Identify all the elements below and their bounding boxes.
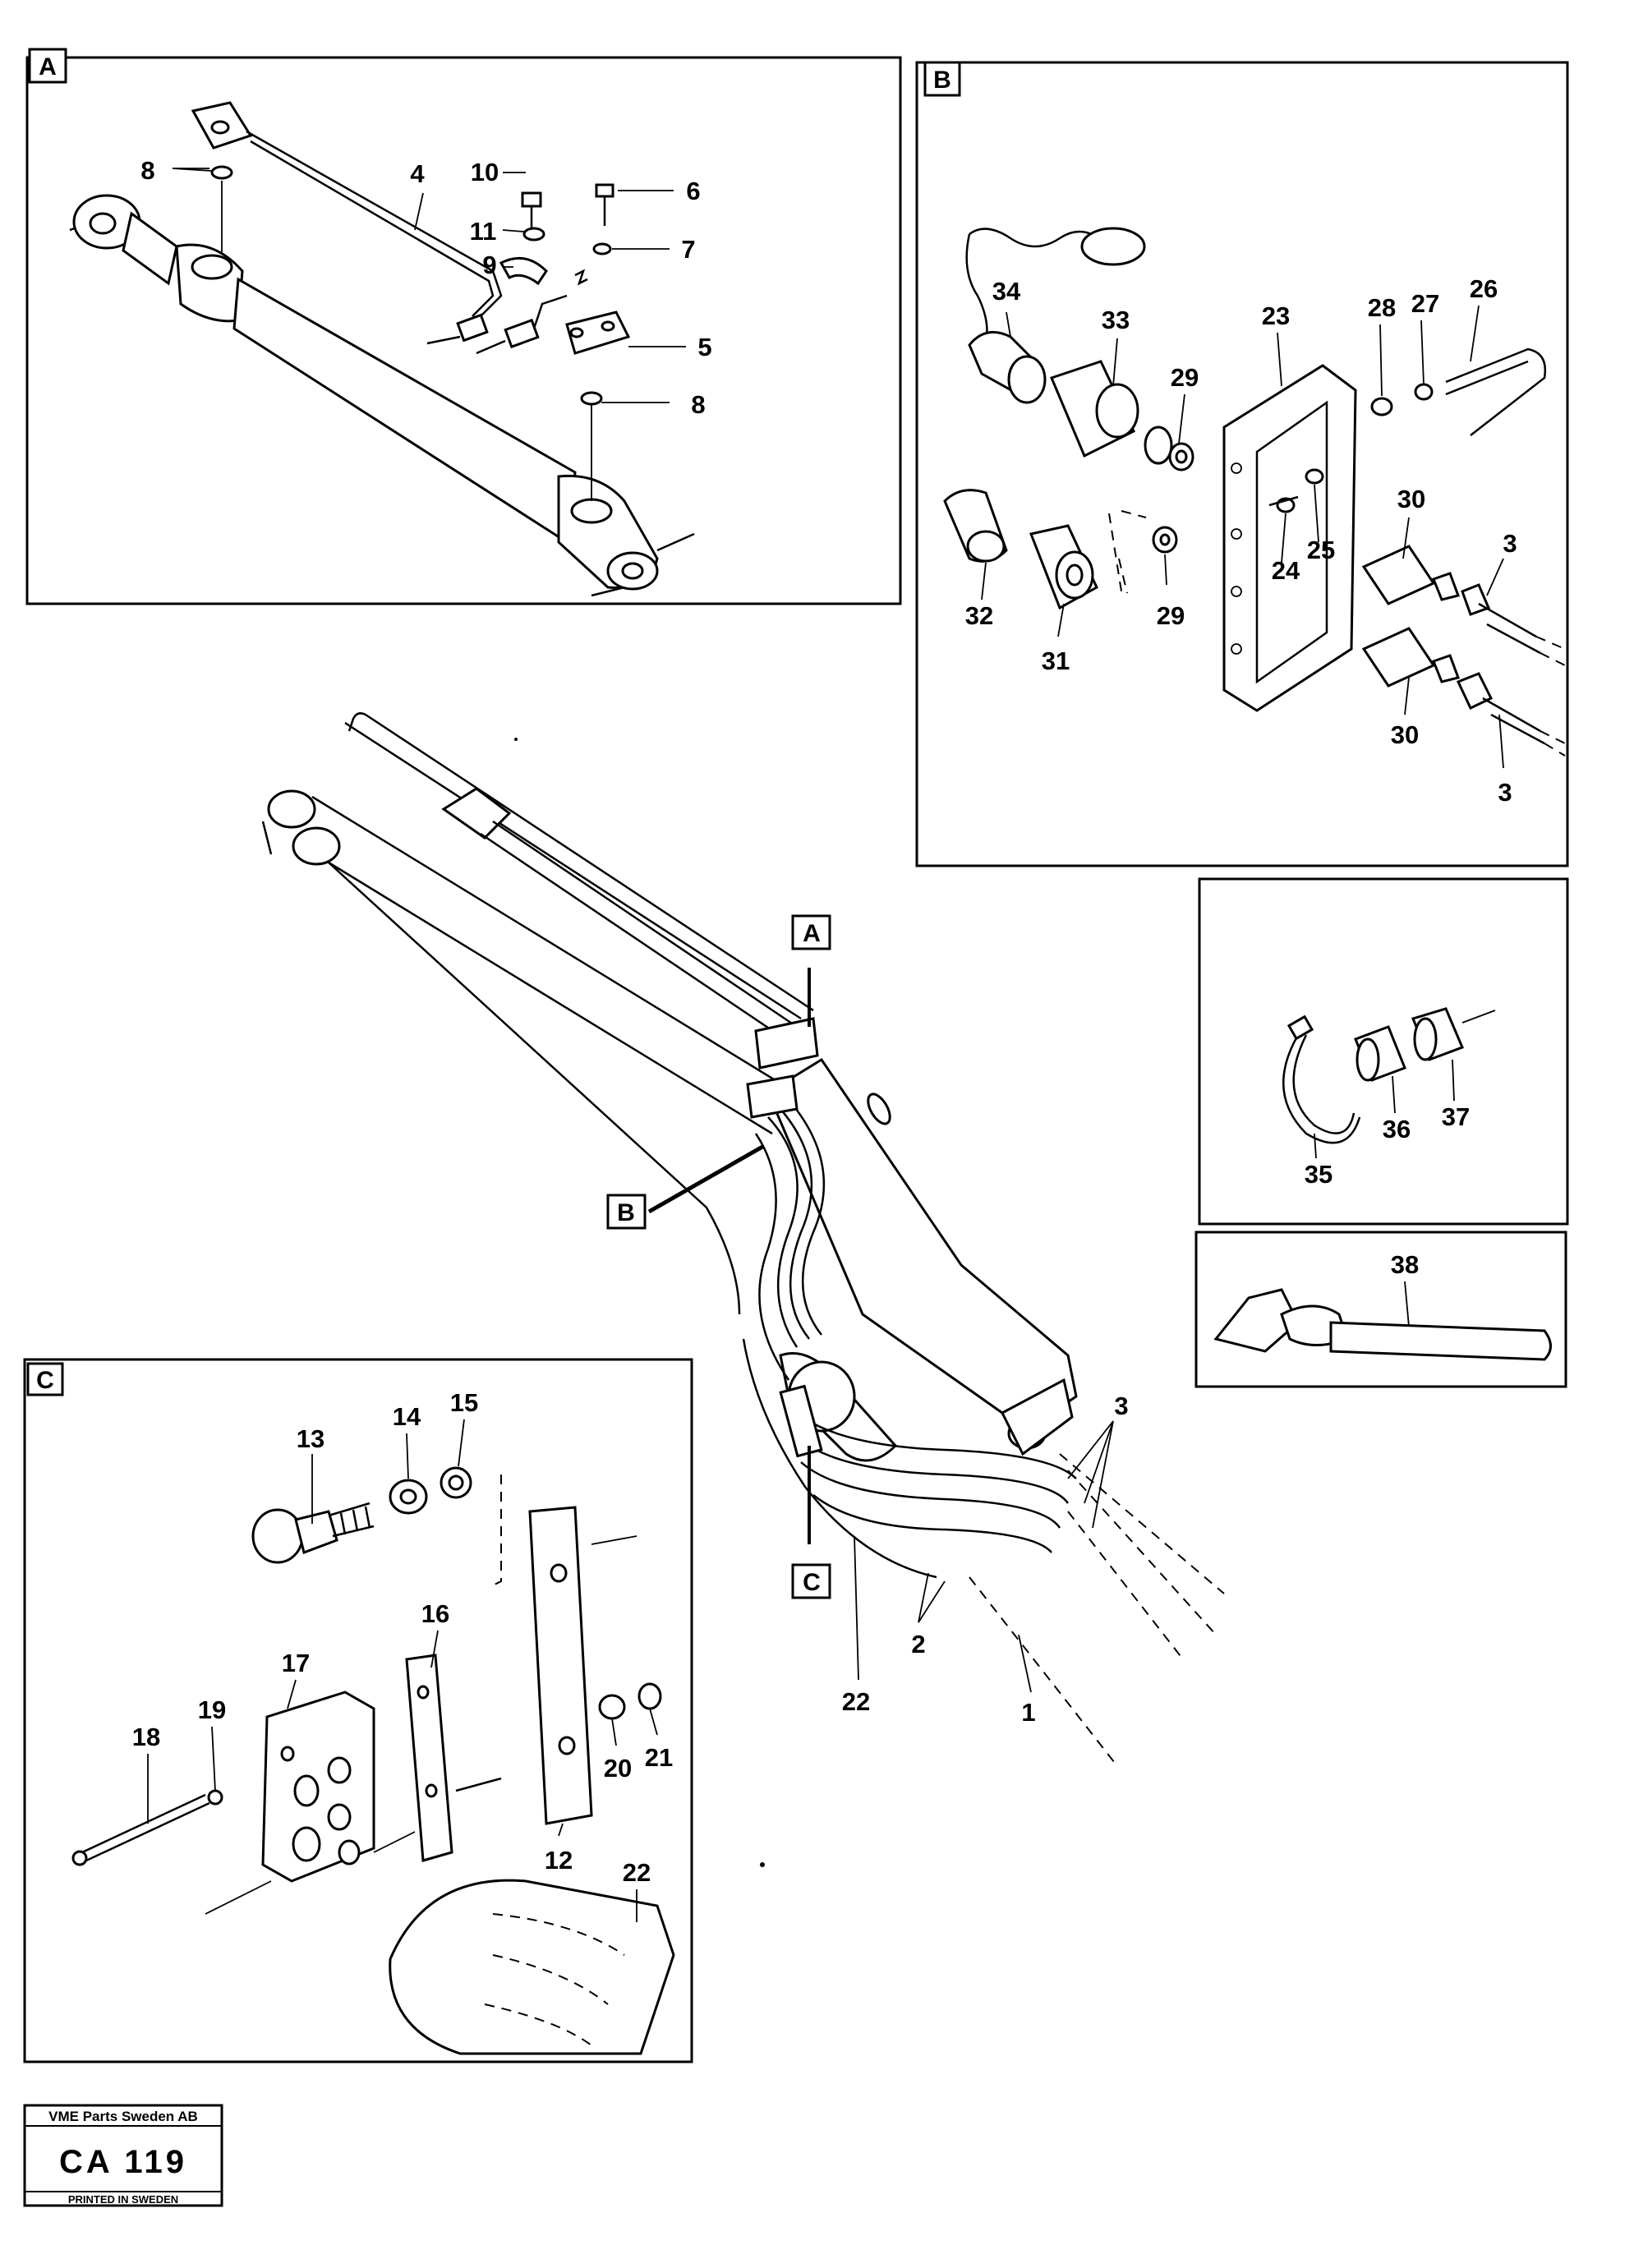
callout-b-box [606,1194,647,1230]
label-8-top: 8 [140,156,154,185]
footer-printed: PRINTED IN SWEDEN [68,2193,178,2206]
label-10: 10 [471,158,499,186]
panel-a: A [25,48,902,605]
panel-a-letter: A [39,53,57,81]
label-33: 33 [1102,306,1130,334]
panel-a-tag [28,48,67,84]
label-25: 25 [1307,536,1335,564]
label-19: 19 [198,1695,226,1724]
panel-clamp-frame [1198,877,1569,1226]
label-7: 7 [681,235,695,264]
label-38: 38 [1391,1250,1419,1279]
label-3-b-bottom: 3 [1498,778,1512,807]
label-37: 37 [1442,1102,1470,1131]
panel-c-letter: C [36,1367,54,1394]
label-16: 16 [421,1599,449,1628]
label-3-main: 3 [1114,1392,1128,1420]
callout-c-box [791,1563,831,1599]
panel-clamp: 35 36 37 [1198,877,1569,1226]
panel-c: C [23,1358,693,2063]
coupling-drawing [943,227,1566,757]
label-36: 36 [1383,1115,1411,1143]
label-2: 2 [911,1630,925,1658]
strap-drawing [1213,1281,1552,1361]
callout-leaders [647,968,811,1544]
panel-b-leaders [981,305,1504,769]
footer-frame [23,2104,223,2207]
label-8-bottom: 8 [691,390,705,419]
label-17: 17 [282,1649,310,1677]
callout-b-letter: B [617,1199,635,1226]
label-23: 23 [1262,301,1290,330]
footer-stamp: VME Parts Sweden AB CA 119 PRINTED IN SW… [23,2104,223,2207]
label-20: 20 [604,1754,632,1783]
label-4: 4 [410,159,425,188]
label-5: 5 [697,333,711,361]
stray-mark [760,1862,765,1867]
label-6: 6 [686,177,700,205]
panel-strap: 38 [1194,1231,1567,1388]
label-3-b-top: 3 [1503,529,1517,558]
label-22-c: 22 [623,1858,651,1887]
footer-company: VME Parts Sweden AB [48,2109,198,2124]
label-13: 13 [297,1424,324,1453]
label-14: 14 [393,1402,421,1431]
label-30-bottom: 30 [1391,720,1419,749]
label-22-main: 22 [842,1687,870,1716]
panel-c-leaders [147,1419,658,1922]
panel-strap-frame [1194,1231,1567,1388]
label-11: 11 [470,217,497,246]
clamp-block-drawing [71,1466,675,2055]
callout-a-letter: A [803,920,821,947]
tube-drawing [191,101,568,355]
label-32: 32 [965,601,993,630]
panel-b-frame [915,61,1569,867]
panel-c-frame [23,1358,693,2063]
label-30-top: 30 [1397,485,1425,513]
label-12: 12 [545,1846,573,1875]
label-34: 34 [992,277,1021,306]
label-26: 26 [1470,274,1498,303]
cylinder-drawing [69,181,695,597]
footer-code: CA 119 [59,2144,187,2180]
panel-b: B [915,61,1569,867]
label-24: 24 [1272,556,1300,585]
callout-a-box [791,914,831,950]
label-18: 18 [132,1723,160,1751]
clamp-drawing [1282,1007,1496,1159]
label-9: 9 [482,251,496,279]
panel-a-leaders [172,168,686,403]
label-15: 15 [450,1388,478,1417]
callout-c-letter: C [803,1569,821,1596]
label-27: 27 [1411,289,1439,318]
main-leaders [854,1420,1114,1693]
panel-c-tag [26,1362,64,1396]
label-28: 28 [1368,293,1396,322]
label-35: 35 [1305,1160,1333,1189]
panel-a-frame [25,56,902,605]
boom-assembly [261,712,1225,1767]
fastener-drawing [210,165,631,406]
label-29-bottom: 29 [1157,601,1185,630]
label-31: 31 [1042,646,1070,675]
stray-mark [514,738,518,741]
panel-b-tag [923,61,961,97]
label-1: 1 [1021,1698,1035,1727]
label-21: 21 [645,1743,673,1772]
panel-b-letter: B [933,67,951,94]
label-29-top: 29 [1171,363,1199,392]
